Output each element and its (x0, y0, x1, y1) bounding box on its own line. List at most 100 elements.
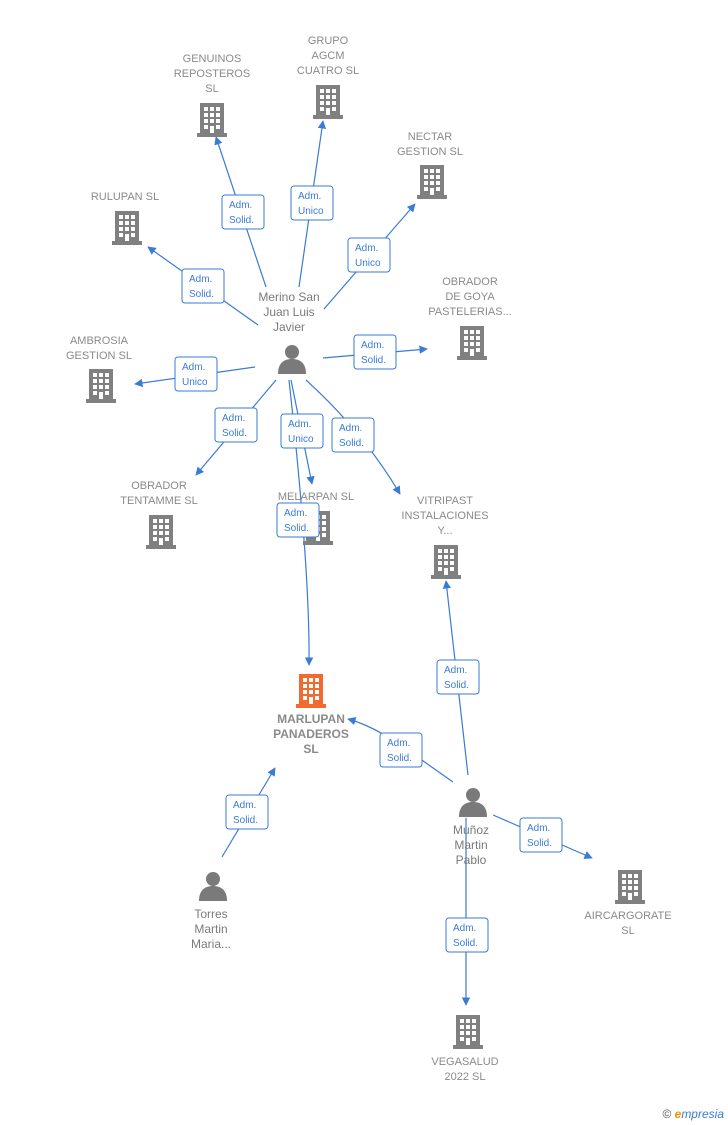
edge-label-text: Adm. (284, 508, 307, 519)
edge-label-box (519, 817, 563, 853)
company-node-vitripast[interactable]: VITRIPASTINSTALACIONESY... (401, 495, 489, 579)
edge-label-text: Adm. (527, 823, 550, 834)
node-label: RULUPAN SL (91, 191, 159, 203)
edge-labels-layer: Adm.Solid.Adm.UnicoAdm.UnicoAdm.Solid.Ad… (174, 185, 563, 953)
building-icon (296, 674, 326, 708)
building-icon (146, 515, 176, 549)
edge-label-munoz-to-vegasalud[interactable]: Adm. Solid. (445, 917, 489, 953)
company-node-ambrosia[interactable]: AMBROSIA GESTION SL (66, 335, 132, 403)
building-icon (313, 85, 343, 119)
node-label: Martin (454, 838, 487, 852)
edge-label-text: Adm. (444, 665, 467, 676)
company-node-vegasalud[interactable]: VEGASALUD 2022 SL (431, 1015, 499, 1083)
edge-label-text: Solid. (361, 355, 386, 366)
edge-label-merino-to-ambrosia[interactable]: Adm. Unico (174, 356, 218, 392)
company-node-melarpan[interactable]: MELARPAN SL (278, 491, 354, 545)
edge-label-text: Solid. (233, 815, 258, 826)
node-label: SL (303, 742, 318, 756)
edge-label-text: Unico (355, 258, 381, 269)
node-label: OBRADOR (131, 480, 187, 492)
brand-logo-initial: e (674, 1107, 682, 1121)
node-label: MARLUPAN (277, 712, 345, 726)
node-label: AGCM (312, 50, 345, 62)
node-label: Maria... (191, 937, 231, 951)
node-label: AIRCARGORATE (584, 910, 671, 922)
building-icon (453, 1015, 483, 1049)
node-label: Javier (273, 320, 305, 334)
brand-logo-text: mpresia (681, 1107, 724, 1121)
node-label: GRUPO (308, 35, 349, 47)
footer-brand[interactable]: © empresia (662, 1107, 724, 1121)
node-label: Pablo (456, 853, 487, 867)
node-label: Merino San (258, 290, 319, 304)
building-icon (431, 545, 461, 579)
edge-label-text: Solid. (339, 438, 364, 449)
company-node-tentamme[interactable]: OBRADOR TENTAMME SL (120, 480, 198, 549)
node-label: 2022 SL (445, 1071, 486, 1083)
node-label: Martin (194, 922, 227, 936)
node-label: Muñoz (453, 823, 489, 837)
edge-label-torres-to-marlupan[interactable]: Adm. Solid. (225, 794, 269, 830)
edge-label-text: Unico (182, 377, 208, 388)
edge-label-box (280, 413, 324, 449)
edge-label-merino-to-nectar[interactable]: Adm.Unico (347, 237, 391, 273)
edge-label-box (225, 794, 269, 830)
edge-label-merino-to-marlupan[interactable]: Adm. Solid. (276, 502, 320, 538)
edge-label-box (214, 407, 258, 443)
company-node-rulupan[interactable]: RULUPAN SL (91, 191, 159, 245)
edge-label-text: Adm. (339, 423, 362, 434)
node-label: OBRADOR (442, 276, 498, 288)
node-label: VEGASALUD (431, 1056, 498, 1068)
building-icon (457, 326, 487, 360)
edge-label-text: Adm. (361, 340, 384, 351)
person-node-torres[interactable]: TorresMartinMaria... (191, 872, 231, 951)
node-label: SL (205, 83, 218, 95)
edge-label-box (445, 917, 489, 953)
edge-label-munoz-to-vitripast[interactable]: Adm. Solid. (436, 659, 480, 695)
node-label: Juan Luis (263, 305, 314, 319)
building-icon (615, 870, 645, 904)
edge-label-text: Adm. (453, 923, 476, 934)
node-label: DE GOYA (445, 291, 495, 303)
edge-label-munoz-to-aircargorate[interactable]: Adm.Solid. (519, 817, 563, 853)
edge-label-merino-to-genuinos[interactable]: Adm.Solid. (221, 194, 265, 230)
edge-label-text: Solid. (444, 680, 469, 691)
edge-label-box (290, 185, 334, 221)
node-label: GESTION SL (66, 350, 132, 362)
edge-label-text: Adm. (189, 274, 212, 285)
edge-label-text: Adm. (182, 362, 205, 373)
edge-label-merino-to-rulupan[interactable]: Adm. Solid. (181, 268, 225, 304)
edge-label-merino-to-melarpan[interactable]: Adm.Unico (280, 413, 324, 449)
edge-label-box (174, 356, 218, 392)
edge-label-merino-to-grupo[interactable]: Adm.Unico (290, 185, 334, 221)
node-label: MELARPAN SL (278, 491, 354, 503)
edge-label-text: Adm. (229, 200, 252, 211)
building-icon (417, 165, 447, 199)
edge-label-merino-to-tentamme[interactable]: Adm.Solid. (214, 407, 258, 443)
edge-label-merino-to-obradorgoya[interactable]: Adm. Solid. (353, 334, 397, 370)
node-label: TENTAMME SL (120, 495, 197, 507)
person-icon (278, 345, 306, 374)
edge-label-text: Solid. (284, 523, 309, 534)
node-label: CUATRO SL (297, 65, 359, 77)
edge-label-munoz-to-marlupan[interactable]: Adm.Solid. (379, 732, 423, 768)
edge-label-box (276, 502, 320, 538)
node-label: AMBROSIA (70, 335, 129, 347)
edge-label-text: Solid. (453, 938, 478, 949)
edge-label-merino-to-vitripast[interactable]: Adm. Solid. (331, 417, 375, 453)
edge-label-text: Adm. (233, 800, 256, 811)
building-icon (197, 103, 227, 137)
node-label: INSTALACIONES (401, 510, 488, 522)
edge-label-text: Solid. (189, 289, 214, 300)
edge-label-text: Solid. (222, 428, 247, 439)
company-node-grupo[interactable]: GRUPO AGCM CUATRO SL (297, 35, 359, 119)
